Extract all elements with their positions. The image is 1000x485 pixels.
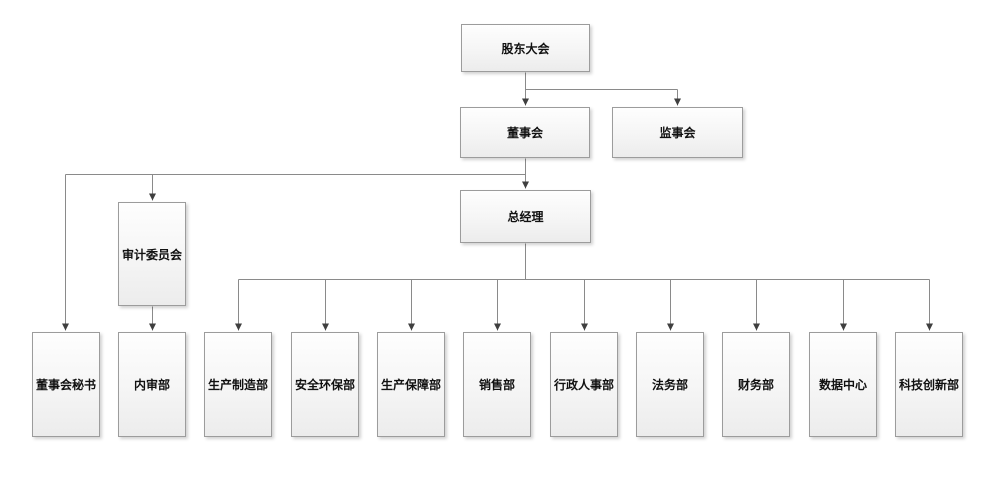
node-label: 董事会秘书: [35, 378, 96, 392]
node-finance-dept[interactable]: 财务部: [722, 332, 790, 437]
node-tech-innovation-dept[interactable]: 科技创新部: [895, 332, 963, 437]
node-label: 董事会: [506, 126, 543, 140]
node-board-of-directors[interactable]: 董事会: [460, 107, 590, 158]
node-label: 安全环保部: [294, 378, 355, 392]
node-label: 审计委员会: [121, 247, 182, 262]
node-label: 股东大会: [501, 41, 550, 56]
node-label: 监事会: [659, 126, 696, 140]
node-label: 销售部: [478, 378, 515, 392]
node-safety-environment-dept[interactable]: 安全环保部: [291, 332, 359, 437]
node-sales-dept[interactable]: 销售部: [463, 332, 531, 437]
node-label: 生产制造部: [207, 378, 268, 392]
node-label: 科技创新部: [898, 378, 959, 392]
node-internal-audit-dept[interactable]: 内审部: [118, 332, 186, 437]
node-label: 行政人事部: [553, 378, 614, 392]
node-label: 财务部: [737, 378, 774, 392]
node-general-manager[interactable]: 总经理: [460, 190, 591, 243]
node-label: 总经理: [507, 210, 544, 224]
node-legal-dept[interactable]: 法务部: [636, 332, 704, 437]
node-data-center[interactable]: 数据中心: [809, 332, 877, 437]
node-label: 生产保障部: [380, 378, 441, 392]
node-production-manufacturing-dept[interactable]: 生产制造部: [204, 332, 272, 437]
node-audit-committee[interactable]: 审计委员会: [118, 202, 186, 306]
node-supervisory-board[interactable]: 监事会: [612, 107, 743, 158]
node-label: 法务部: [651, 378, 688, 392]
node-production-support-dept[interactable]: 生产保障部: [377, 332, 445, 437]
node-admin-hr-dept[interactable]: 行政人事部: [550, 332, 618, 437]
node-label: 内审部: [133, 378, 170, 392]
node-shareholders-meeting[interactable]: 股东大会: [461, 24, 590, 72]
node-label: 数据中心: [818, 378, 867, 392]
node-board-secretary[interactable]: 董事会秘书: [32, 332, 100, 437]
